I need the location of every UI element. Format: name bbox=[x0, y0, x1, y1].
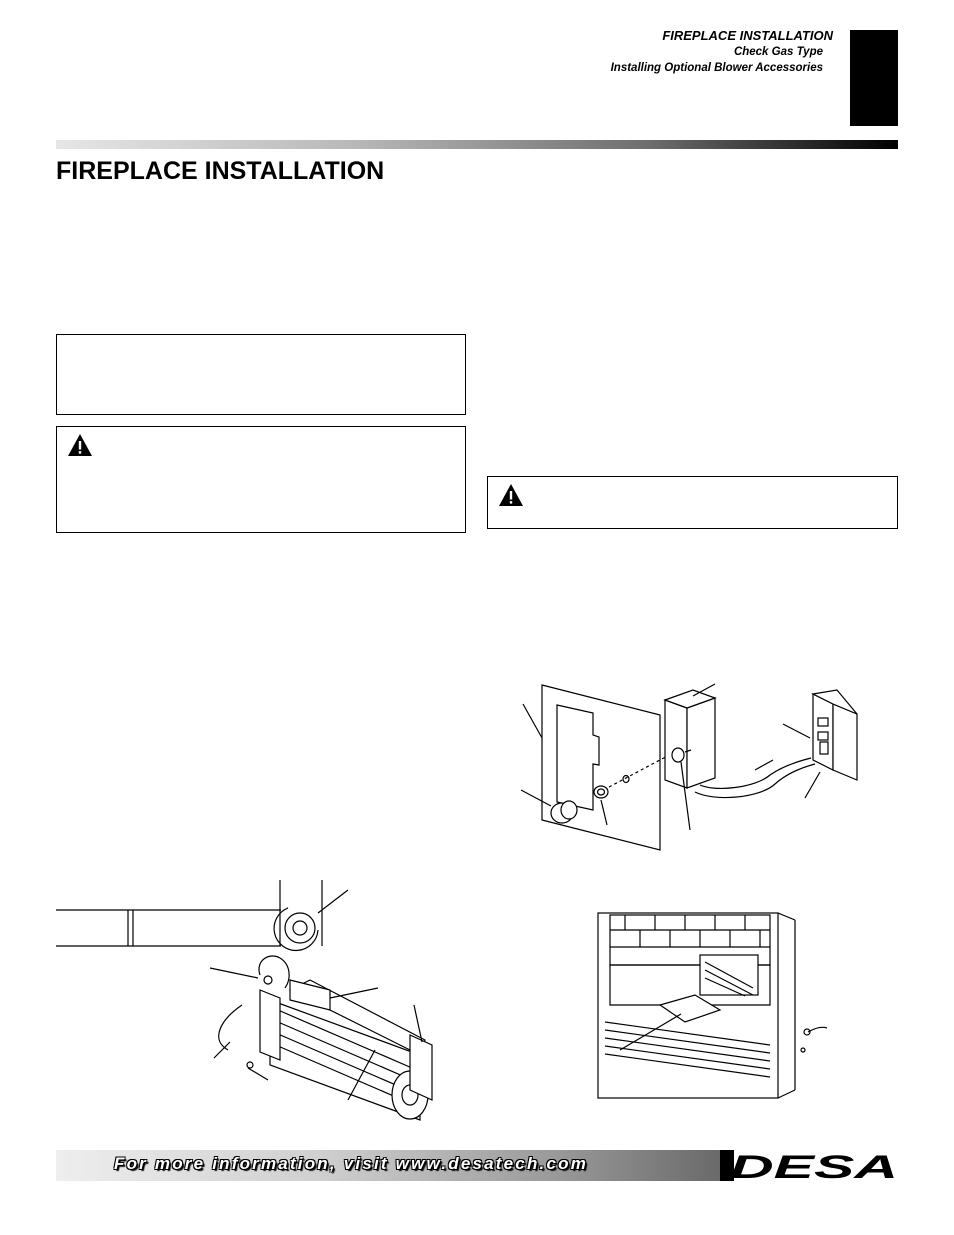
fireplace-blower-installed-illustration bbox=[597, 912, 828, 1099]
warning-box-right bbox=[487, 476, 898, 529]
footer-website-text: For more information, visit www.desatech… bbox=[114, 1154, 589, 1173]
control-box-wiring-illustration bbox=[520, 683, 858, 851]
warning-triangle-icon bbox=[68, 434, 92, 456]
header-title: FIREPLACE INSTALLATION bbox=[662, 28, 833, 43]
footer-info-bar bbox=[56, 1150, 720, 1181]
warning-triangle-icon bbox=[499, 484, 523, 506]
blower-end-view-illustration bbox=[56, 880, 349, 952]
svg-text:DESA: DESA bbox=[730, 1149, 898, 1185]
header-subtitle-blower-accessories: Installing Optional Blower Accessories bbox=[610, 62, 823, 74]
header-subtitle-check-gas-type: Check Gas Type bbox=[733, 46, 823, 58]
warning-box-left bbox=[56, 426, 466, 533]
section-tab-marker bbox=[850, 30, 898, 126]
desa-logo-icon: DESA bbox=[720, 1149, 898, 1185]
blower-assembly-illustration bbox=[209, 955, 433, 1121]
header-rule bbox=[56, 140, 898, 149]
section-title: FIREPLACE INSTALLATION bbox=[56, 157, 385, 185]
notice-box bbox=[56, 334, 466, 415]
